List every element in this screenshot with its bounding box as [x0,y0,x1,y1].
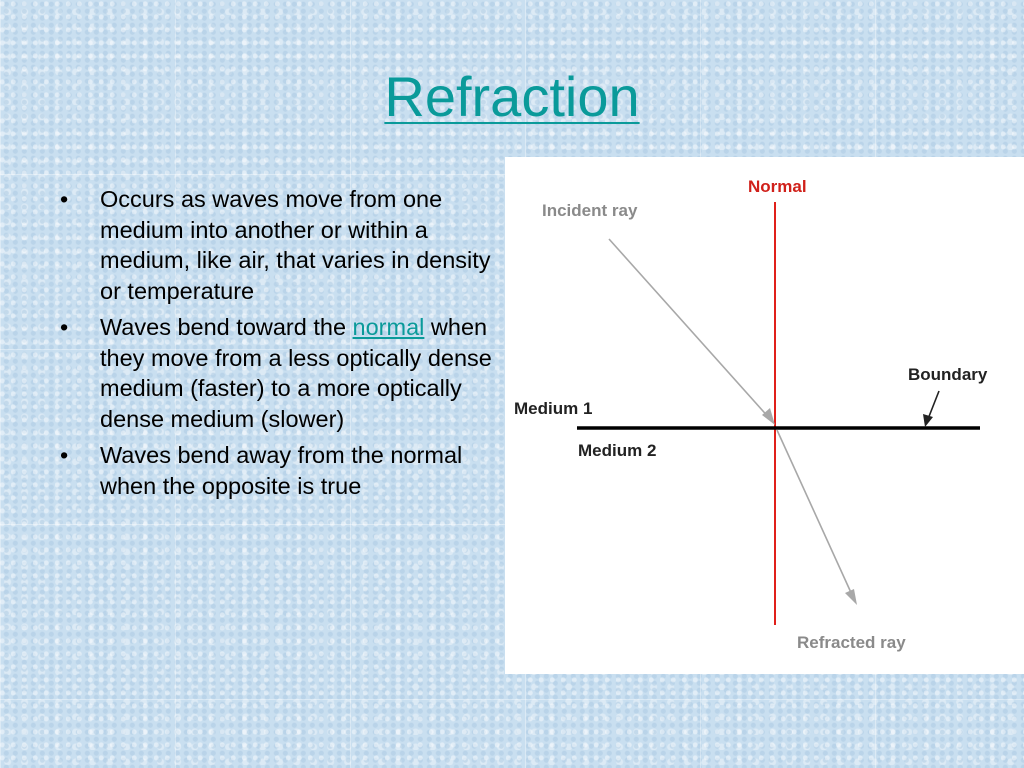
incident-ray-label: Incident ray [542,201,638,220]
bullet-dot: • [60,314,69,340]
refraction-diagram: Normal Incident ray Boundary Medium 1 Me… [505,157,1024,674]
bullet-item: • Waves bend away from the normal when t… [60,440,500,501]
bullet-text: Waves bend away from the normal when the… [100,442,463,499]
boundary-pointer [927,390,940,420]
bullet-item: • Occurs as waves move from one medium i… [60,184,500,306]
normal-link[interactable]: normal [352,314,425,340]
bullet-text: when they move from a less optically den… [100,314,492,432]
refracted-ray-label: Refracted ray [797,633,906,652]
bullet-item: • Waves bend toward the normal when they… [60,312,500,434]
medium-2-label: Medium 2 [578,441,656,460]
boundary-pointer-arrowhead [923,414,933,427]
incident-arrowhead [762,408,775,425]
boundary-label: Boundary [908,365,988,384]
medium-1-label: Medium 1 [514,399,592,418]
bullet-dot: • [60,442,69,468]
refracted-ray [776,429,854,598]
incident-ray [608,238,772,421]
bullet-dot: • [60,186,69,212]
normal-label: Normal [748,177,807,196]
slide-title: Refraction [384,65,640,128]
bullet-list: • Occurs as waves move from one medium i… [60,184,500,507]
bullet-text: Waves bend toward the [100,314,353,340]
diagram-svg: Normal Incident ray Boundary Medium 1 Me… [514,177,988,652]
bullet-text: Occurs as waves move from one medium int… [100,186,491,304]
refracted-arrowhead [845,589,857,605]
